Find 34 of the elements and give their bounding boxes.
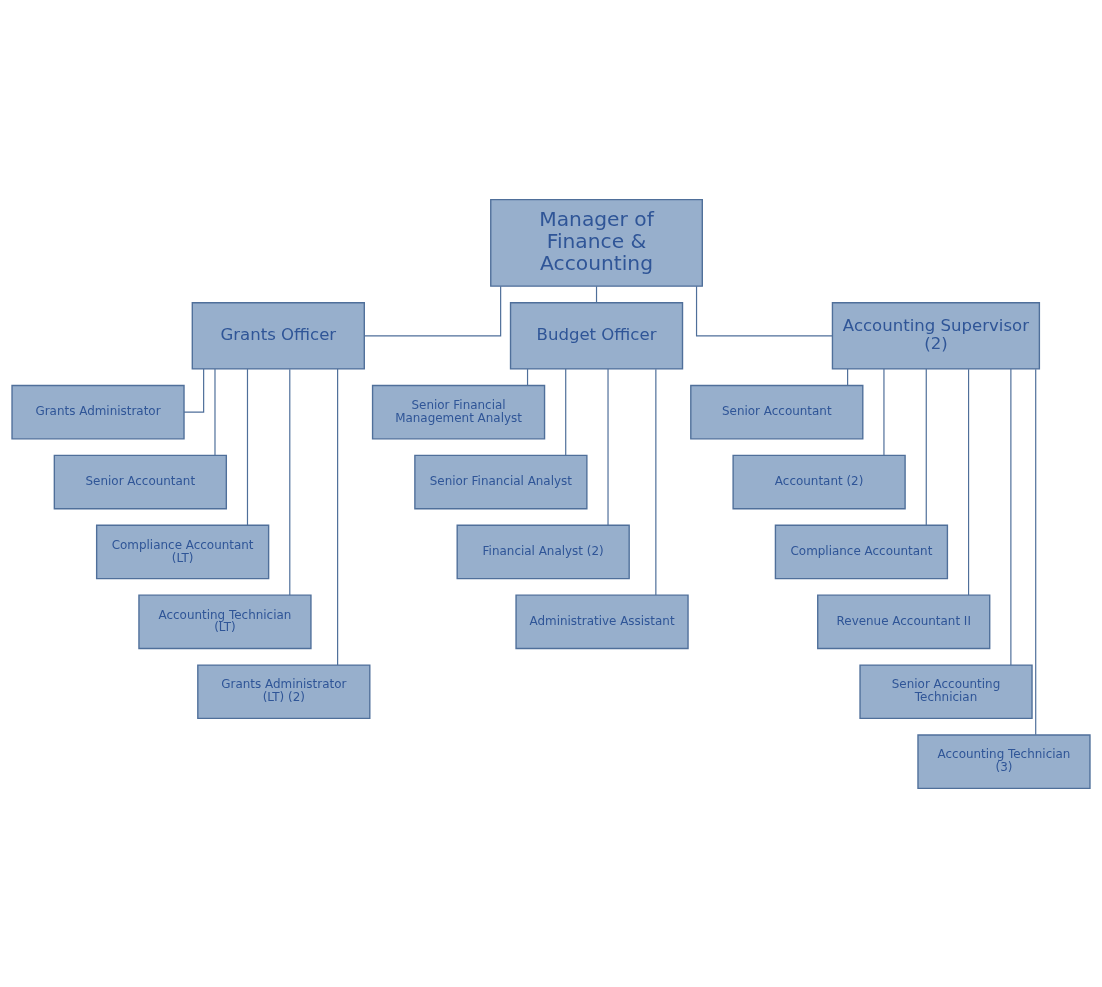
node-box: Grants Officer — [191, 301, 365, 370]
connector — [925, 368, 927, 526]
node-box: Grants Administrator (LT) (2) — [197, 663, 371, 719]
node-box: Accounting Supervisor (2) — [831, 301, 1041, 370]
connector — [214, 367, 216, 456]
node-box: Senior Accounting Technician — [859, 663, 1033, 719]
node-box: Compliance Accountant (LT) — [95, 524, 270, 579]
connector — [655, 368, 657, 596]
connector — [883, 367, 885, 456]
node-box: Accounting Technician (LT) — [138, 593, 312, 649]
node-box: Senior Accountant — [690, 384, 864, 439]
node-box: Grants Administrator — [11, 384, 185, 439]
node-box: Administrative Assistant — [515, 593, 689, 649]
connector — [1035, 368, 1037, 735]
node-box: Compliance Accountant — [774, 524, 949, 579]
connector — [337, 367, 339, 666]
connector — [607, 368, 609, 526]
connector — [363, 285, 502, 336]
connector — [289, 368, 291, 596]
node-box: Revenue Accountant II — [817, 593, 991, 649]
connector — [1010, 367, 1012, 666]
node-box: Financial Analyst (2) — [456, 524, 630, 579]
node-box: Senior Financial Analyst — [414, 454, 588, 509]
connector — [246, 368, 249, 526]
node-box: Accountant (2) — [732, 454, 906, 509]
connector — [967, 368, 970, 596]
node-box: Manager of Finance & Accounting — [490, 198, 703, 287]
node-box: Senior Accountant — [53, 454, 227, 509]
connector — [695, 285, 833, 336]
node-box: Accounting Technician (3) — [917, 733, 1091, 789]
connector — [183, 367, 205, 413]
connector — [565, 367, 567, 456]
node-box: Budget Officer — [509, 301, 684, 370]
node-box: Senior Financial Management Analyst — [371, 384, 546, 439]
